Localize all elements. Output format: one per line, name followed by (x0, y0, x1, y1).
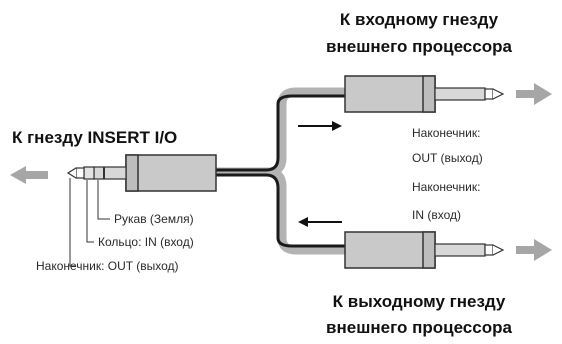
output-jack-label-line2: внешнего процессора (326, 318, 512, 337)
lower-gray-arrow (516, 239, 552, 261)
upper-tip-label-line2: OUT (выход) (412, 151, 483, 165)
lower-tip-label-line2: IN (вход) (412, 208, 461, 222)
y-cable (214, 87, 345, 255)
input-jack-label-line1: К входному гнезду (339, 10, 499, 29)
input-jack-label-line2: внешнего процессора (326, 37, 512, 56)
left-gray-arrow (10, 166, 48, 184)
ring-label: Кольцо: IN (вход) (98, 235, 194, 249)
insert-io-label: К гнезду INSERT I/O (12, 128, 178, 147)
ts-plug-upper (344, 75, 505, 113)
upper-tip-label-line1: Наконечник: (412, 126, 481, 140)
tip-label: Наконечник: OUT (выход) (36, 259, 179, 273)
trs-plug (66, 154, 217, 192)
signal-in-arrow (298, 217, 342, 227)
lower-tip-label-line1: Наконечник: (412, 180, 481, 194)
sleeve-label: Рукав (Земля) (114, 212, 194, 226)
upper-gray-arrow (516, 83, 552, 105)
output-jack-label-line1: К выходному гнезду (332, 292, 506, 311)
signal-out-arrow (298, 121, 342, 131)
ts-plug-lower (344, 231, 505, 269)
callout-lines (69, 178, 110, 267)
